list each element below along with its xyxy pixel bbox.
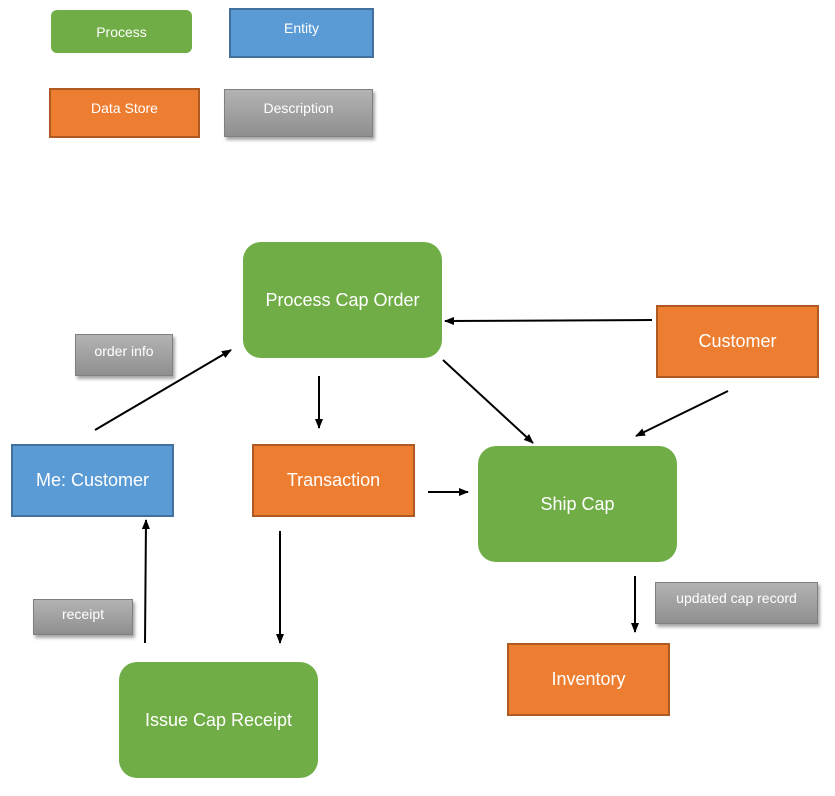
arrow-issue-cap-receipt-to-me-customer xyxy=(141,519,150,644)
legend-description-box: Description xyxy=(224,89,373,137)
legend-data-store-label: Data Store xyxy=(91,100,158,116)
legend-description-label: Description xyxy=(263,100,334,116)
legend-entity-label: Entity xyxy=(283,20,319,36)
transaction-node: Transaction xyxy=(252,444,415,517)
updated-cap-record-description: updated cap record xyxy=(655,582,818,624)
process-cap-order-label: Process Cap Order xyxy=(265,289,420,310)
arrow-process-cap-order-to-ship-cap xyxy=(442,359,534,444)
ship-cap-node: Ship Cap xyxy=(478,446,677,562)
arrow-customer-to-ship-cap xyxy=(635,390,729,437)
customer-label: Customer xyxy=(698,331,777,351)
inventory-label: Inventory xyxy=(551,669,626,689)
order-info-description: order info xyxy=(75,334,173,376)
process-cap-order-node: Process Cap Order xyxy=(243,242,442,358)
updated-cap-record-label: updated cap record xyxy=(676,590,797,606)
customer-node: Customer xyxy=(656,305,819,378)
transaction-label: Transaction xyxy=(286,470,381,490)
receipt-label: receipt xyxy=(61,606,105,622)
me-customer-node: Me: Customer xyxy=(11,444,174,517)
me-customer-label: Me: Customer xyxy=(35,470,150,490)
legend-data-store-box: Data Store xyxy=(49,88,200,138)
ship-cap-label: Ship Cap xyxy=(540,493,615,514)
legend-entity-box: Entity xyxy=(229,8,374,58)
legend-process-box: Process xyxy=(51,10,192,53)
legend-process-label: Process xyxy=(96,23,147,40)
inventory-node: Inventory xyxy=(507,643,670,716)
receipt-description: receipt xyxy=(33,599,133,635)
issue-cap-receipt-label: Issue Cap Receipt xyxy=(144,709,293,730)
arrow-me-customer-to-process-cap-order xyxy=(94,349,232,431)
order-info-label: order info xyxy=(94,343,154,359)
arrow-customer-to-process-cap-order xyxy=(444,316,653,325)
issue-cap-receipt-node: Issue Cap Receipt xyxy=(119,662,318,778)
